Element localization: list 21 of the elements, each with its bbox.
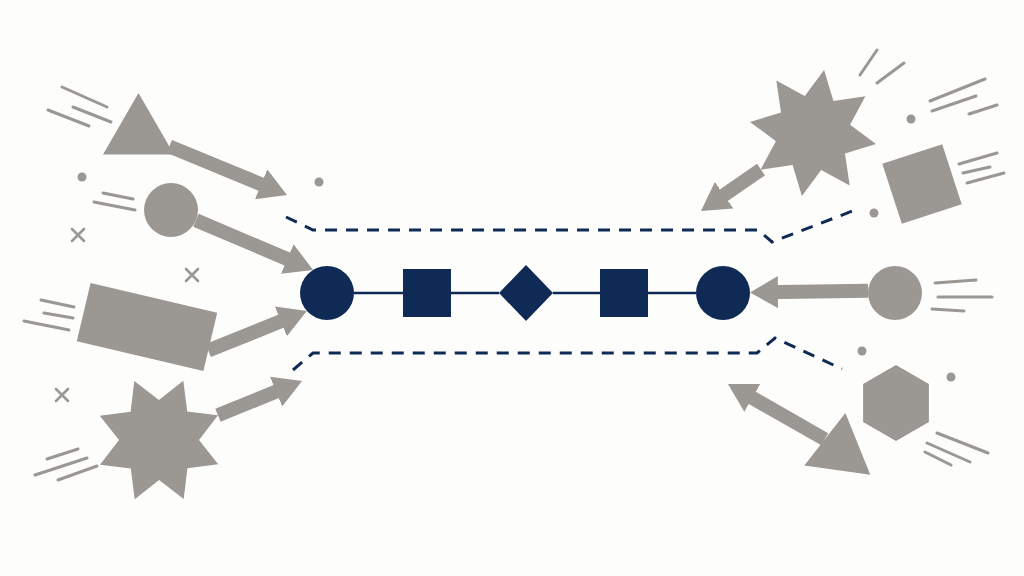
- arrow: [750, 276, 869, 309]
- diamond-shape: [499, 265, 553, 321]
- starburst-shape: [99, 380, 219, 500]
- circle-shape: [868, 266, 922, 320]
- connector-line: [648, 291, 696, 295]
- starburst-shape: [750, 70, 876, 196]
- square-shape: [403, 269, 451, 317]
- triangle-shape: [103, 93, 174, 155]
- arrow: [205, 306, 307, 358]
- arrow: [215, 376, 302, 422]
- triangle-shape: [804, 412, 871, 475]
- connector-line: [354, 291, 403, 295]
- connector-line: [451, 291, 499, 295]
- circle-shape: [696, 266, 750, 320]
- circle-shape: [300, 266, 354, 320]
- arrow: [701, 163, 766, 211]
- circle-shape: [144, 183, 198, 237]
- connector-line: [553, 291, 600, 295]
- hexagon-shape: [863, 365, 929, 441]
- square-shape: [600, 269, 648, 317]
- arrow: [193, 213, 314, 274]
